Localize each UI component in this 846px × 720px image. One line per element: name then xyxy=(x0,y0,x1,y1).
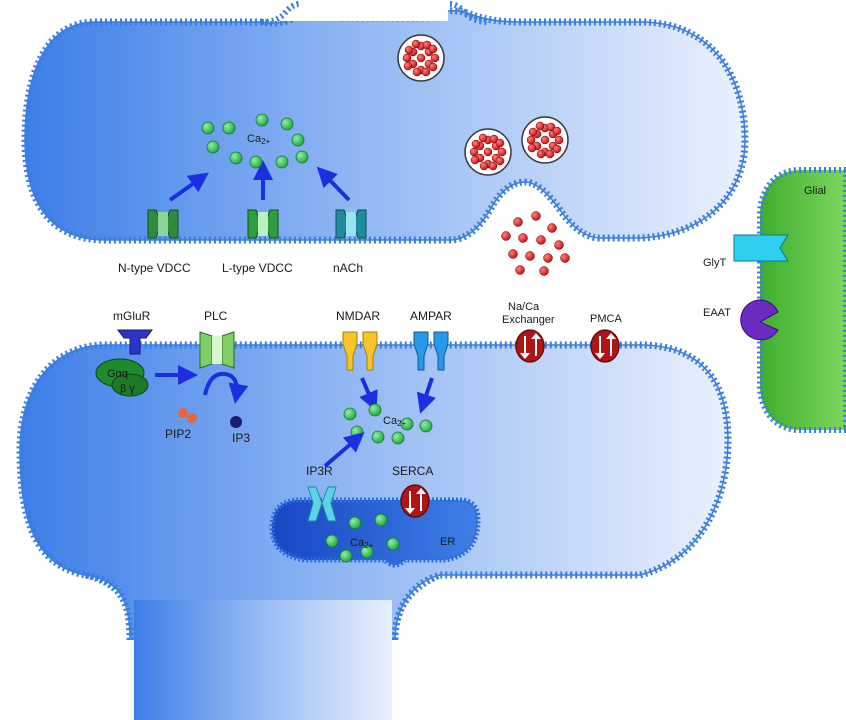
calcium-ion xyxy=(201,121,215,135)
pip2-label: PIP2 xyxy=(165,427,191,441)
nach-channel xyxy=(335,209,367,239)
neurotransmitter-molecule xyxy=(547,223,557,233)
gby-label: β γ xyxy=(120,383,135,395)
glyt-transporter xyxy=(733,234,789,262)
neurotransmitter-molecule xyxy=(539,266,549,276)
eaat-label: EAAT xyxy=(703,307,731,319)
glial-cell: Glial xyxy=(757,167,846,433)
calcium-ion xyxy=(325,534,339,548)
pmca-pump xyxy=(590,329,620,363)
calcium-ion xyxy=(371,430,385,444)
l-type-vdcc-channel xyxy=(247,209,279,239)
calcium-ion xyxy=(343,407,357,421)
neurotransmitter-molecule xyxy=(560,253,570,263)
endoplasmic-reticulum: ER xyxy=(269,497,481,568)
ip3-molecule xyxy=(230,416,242,428)
arrow-ampar xyxy=(416,377,436,414)
neurotransmitter-molecule xyxy=(536,235,546,245)
calcium-ion xyxy=(348,516,362,530)
ca-er-label: Ca2+ xyxy=(350,537,374,550)
calcium-ion xyxy=(374,513,388,527)
eaat-transporter xyxy=(740,299,779,341)
er-calcium xyxy=(325,513,400,563)
l-type-vdcc-label: L-type VDCC xyxy=(222,261,293,275)
mglur-label: mGluR xyxy=(113,309,151,323)
calcium-ion xyxy=(360,545,374,559)
calcium-ion xyxy=(386,537,400,551)
calcium-ion xyxy=(275,155,289,169)
gaq-label: Gαq xyxy=(107,368,128,380)
calcium-ion xyxy=(291,133,305,147)
glial-label: Glial xyxy=(804,185,826,197)
vesicle xyxy=(464,128,512,176)
arrow-nach xyxy=(316,166,351,202)
arrow-ip3r xyxy=(323,432,365,468)
plc-label: PLC xyxy=(204,309,228,323)
ampar-receptor xyxy=(413,331,449,371)
ampar-label: AMPAR xyxy=(410,309,452,323)
ip3r-channel xyxy=(307,486,337,522)
neurotransmitter-molecule xyxy=(515,265,525,275)
arrow-pip2-ip3 xyxy=(203,371,249,404)
naca-exchanger xyxy=(515,329,545,363)
calcium-ion xyxy=(368,403,382,417)
naca-label-line2: Exchanger xyxy=(502,314,555,326)
calcium-ion xyxy=(295,150,309,164)
glyt-label: GlyT xyxy=(703,257,727,269)
presynaptic-terminal xyxy=(21,0,749,244)
plc-channel xyxy=(199,331,235,369)
neurotransmitter-molecule xyxy=(518,233,528,243)
g-protein: Gαq β γ xyxy=(95,358,149,397)
calcium-ion xyxy=(249,155,263,169)
ca-pre-label: Ca2+ xyxy=(247,133,271,146)
pmca-label: PMCA xyxy=(590,313,622,325)
pip2-molecule xyxy=(178,408,197,423)
calcium-ion xyxy=(339,549,353,563)
vesicles xyxy=(397,34,569,176)
calcium-ion xyxy=(229,151,243,165)
calcium-ion xyxy=(280,117,294,131)
serca-label: SERCA xyxy=(392,464,433,478)
calcium-ion xyxy=(400,417,414,431)
neurotransmitter-molecule xyxy=(531,211,541,221)
ip3r-label: IP3R xyxy=(306,464,333,478)
arrow-nmdar xyxy=(359,377,378,412)
calcium-ion xyxy=(391,431,405,445)
presynaptic-calcium xyxy=(201,113,309,169)
neurotransmitter-molecule xyxy=(501,231,511,241)
neurotransmitter-molecule xyxy=(543,253,553,263)
nmdar-label: NMDAR xyxy=(336,309,380,323)
neurotransmitter-molecule xyxy=(554,240,564,250)
n-type-vdcc-channel xyxy=(147,209,179,239)
neurotransmitter-molecule xyxy=(525,251,535,261)
calcium-ion xyxy=(255,113,269,127)
n-type-vdcc-label: N-type VDCC xyxy=(118,261,191,275)
vesicle xyxy=(397,34,445,82)
er-label: ER xyxy=(440,536,455,548)
neurotransmitter-molecule xyxy=(513,217,523,227)
calcium-ion xyxy=(206,140,220,154)
nmdar-receptor xyxy=(342,331,378,371)
ca-post-label: Ca2+ xyxy=(383,415,407,428)
serca-pump xyxy=(400,484,430,518)
neurotransmitter-molecule xyxy=(508,249,518,259)
arrow-n-type xyxy=(168,172,209,202)
calcium-ion xyxy=(222,121,236,135)
calcium-ion xyxy=(419,419,433,433)
naca-label-line1: Na/Ca xyxy=(508,301,540,313)
vesicle xyxy=(521,116,569,164)
nach-label: nACh xyxy=(333,261,363,275)
mglur-receptor xyxy=(117,329,153,355)
ip3-label: IP3 xyxy=(232,431,250,445)
released-neurotransmitter xyxy=(501,211,570,276)
